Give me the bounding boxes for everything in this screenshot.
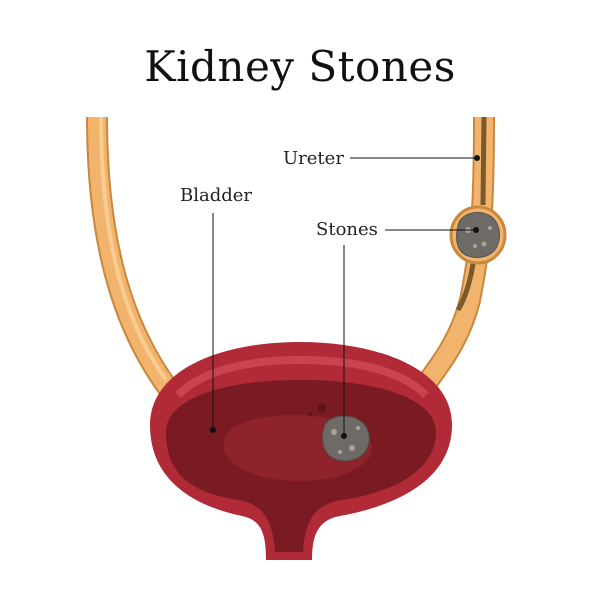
- ureter-label: Ureter: [283, 148, 344, 169]
- diagram-title: Kidney Stones: [144, 42, 456, 91]
- bladder-leader-dot: [210, 427, 216, 433]
- stones-label: Stones: [316, 219, 378, 240]
- bladder: [150, 342, 452, 560]
- leader-lines: [210, 155, 480, 439]
- bladder-label: Bladder: [180, 185, 252, 206]
- bladder-stone: [322, 415, 370, 462]
- ureter-stone: [456, 212, 500, 258]
- ureter-stone-leader-dot: [473, 227, 479, 233]
- ureter-leader-dot: [474, 155, 480, 161]
- bladder-stone-leader-dot: [341, 433, 347, 439]
- left-ureter: [86, 116, 177, 395]
